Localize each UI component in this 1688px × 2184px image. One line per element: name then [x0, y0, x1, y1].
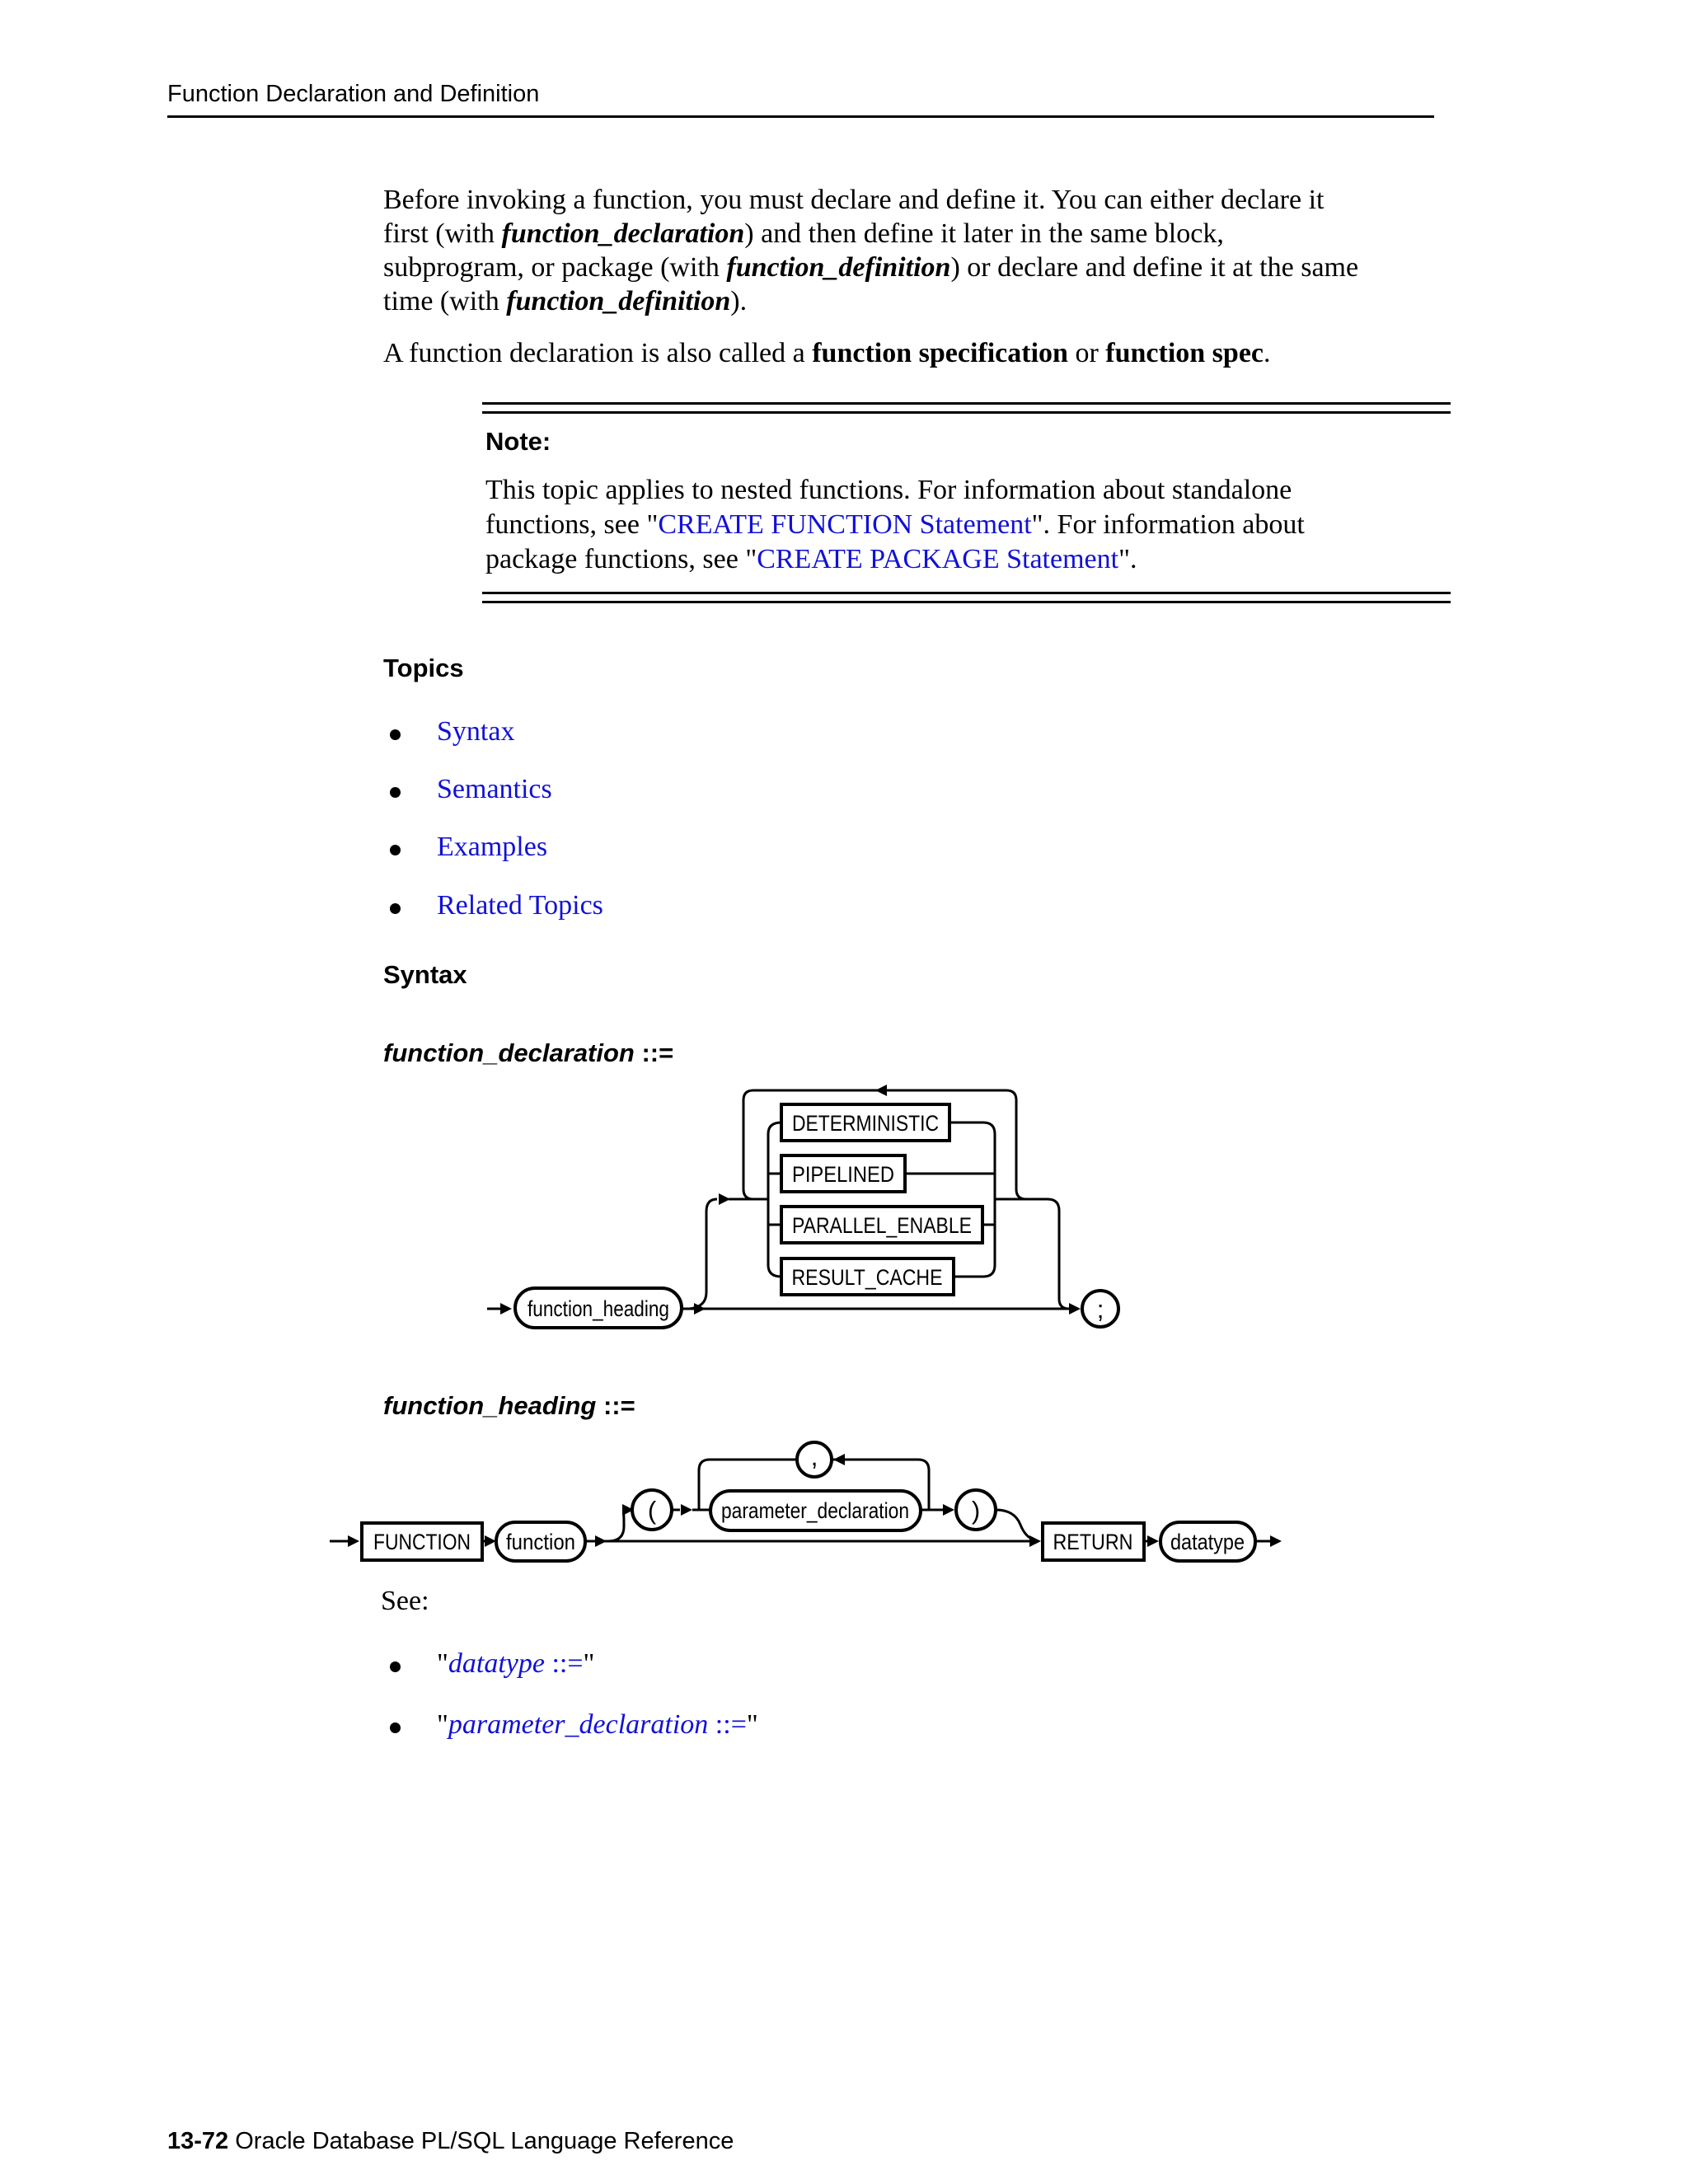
nonterminal-label: parameter_declaration — [721, 1498, 909, 1523]
running-header: Function Declaration and Definition — [167, 81, 540, 107]
topic-link-examples[interactable]: Examples — [437, 832, 548, 862]
rail-descend — [995, 1508, 1039, 1543]
arrow-right-icon — [1147, 1535, 1159, 1547]
keyword-deterministic — [780, 1103, 951, 1142]
topic-link-syntax[interactable]: Syntax — [437, 716, 515, 747]
arrow-left-icon — [833, 1454, 845, 1465]
terminal-open-paren — [631, 1488, 673, 1531]
page-footer: 13-72 Oracle Database PL/SQL Language Re… — [167, 2128, 734, 2155]
function-heading-diagram: FUNCTION function ( parameter_declaratio… — [330, 1441, 1282, 1563]
book-title: Oracle Database PL/SQL Language Referenc… — [235, 2128, 734, 2154]
keyword-label: RETURN — [1053, 1530, 1133, 1554]
function-heading-label: function_heading ::= — [383, 1391, 635, 1420]
note-bottom-rule — [482, 592, 1451, 603]
arrow-right-icon — [500, 1303, 512, 1315]
bullet-icon — [390, 787, 401, 798]
nonterminal-label: function_heading — [528, 1296, 669, 1321]
arrow-right-icon — [485, 1535, 496, 1547]
page-number: 13-72 — [167, 2128, 229, 2154]
choice-left-bracket — [767, 1121, 782, 1278]
syntax-rule-name: function_heading — [383, 1391, 597, 1420]
see-label: See: — [381, 1586, 429, 1616]
terminal-label: , — [811, 1442, 818, 1471]
terminator-semicolon — [1081, 1289, 1120, 1329]
terminal-comma — [795, 1441, 833, 1479]
bullet-icon — [390, 845, 401, 855]
note-body: This topic applies to nested functions. … — [485, 475, 1305, 574]
keyword-label: FUNCTION — [373, 1530, 471, 1554]
arrow-right-icon — [719, 1193, 730, 1205]
rail-riser — [607, 1508, 626, 1543]
syntax-heading: Syntax — [383, 960, 467, 989]
keyword-label: DETERMINISTIC — [792, 1111, 939, 1136]
bullet-icon — [390, 903, 401, 914]
note-top-rule — [482, 402, 1451, 414]
arrow-right-icon — [1029, 1535, 1041, 1547]
keyword-function — [360, 1521, 484, 1562]
nonterminal-label: datatype — [1170, 1530, 1245, 1554]
loop-rail-left — [697, 1458, 797, 1510]
bullet-icon — [390, 1661, 401, 1672]
keyword-label: PARALLEL_ENABLE — [792, 1213, 972, 1238]
topic-link-related-topics[interactable]: Related Topics — [437, 890, 603, 921]
nonterminal-parameter-declaration — [709, 1489, 922, 1532]
topics-heading: Topics — [383, 654, 464, 682]
terminator-label: ; — [1097, 1295, 1104, 1324]
topic-link-semantics[interactable]: Semantics — [437, 774, 552, 804]
terminal-label: ( — [648, 1496, 657, 1525]
function-declaration-diagram: function_heading DETERMINISTIC PIPELINED… — [487, 1085, 1120, 1329]
arrow-right-icon — [943, 1504, 954, 1516]
see-link-parameter-declaration[interactable]: "parameter_declaration ::=" — [437, 1709, 758, 1740]
terminal-close-paren — [954, 1488, 997, 1531]
arrow-right-icon — [694, 1303, 706, 1315]
nonterminal-function — [495, 1521, 587, 1563]
terminal-label: ) — [972, 1496, 980, 1525]
choice-right-bracket — [950, 1121, 996, 1278]
bullet-icon — [390, 729, 401, 740]
header-rule — [167, 115, 1434, 118]
syntax-rule-name: function_declaration — [383, 1038, 635, 1067]
note-label: Note: — [485, 427, 551, 456]
arrow-right-icon — [1270, 1535, 1282, 1547]
arrow-left-icon — [875, 1085, 887, 1096]
keyword-parallel-enable — [780, 1205, 984, 1244]
nonterminal-label: function — [506, 1530, 575, 1554]
arrow-right-icon — [348, 1535, 359, 1547]
nonterminal-function-heading — [513, 1286, 683, 1329]
keyword-label: RESULT_CACHE — [792, 1265, 943, 1290]
nonterminal-datatype — [1159, 1521, 1257, 1563]
loop-rail-right — [832, 1458, 931, 1510]
intro-paragraph: Before invoking a function, you must dec… — [383, 185, 1359, 316]
keyword-label: PIPELINED — [792, 1162, 894, 1187]
bullet-icon — [390, 1722, 401, 1733]
arrow-right-icon — [622, 1504, 634, 1516]
function-declaration-label: function_declaration ::= — [383, 1038, 674, 1067]
arrow-right-icon — [1069, 1303, 1081, 1315]
keyword-return — [1041, 1521, 1146, 1562]
keyword-pipelined — [780, 1154, 907, 1193]
rail-riser — [688, 1197, 718, 1310]
arrow-right-icon — [681, 1504, 692, 1516]
see-link-datatype[interactable]: "datatype ::=" — [437, 1648, 595, 1679]
rail-exit — [995, 1197, 1070, 1310]
keyword-result-cache — [780, 1257, 955, 1296]
spec-sentence: A function declaration is also called a … — [383, 338, 1271, 368]
arrow-right-icon — [595, 1535, 607, 1547]
